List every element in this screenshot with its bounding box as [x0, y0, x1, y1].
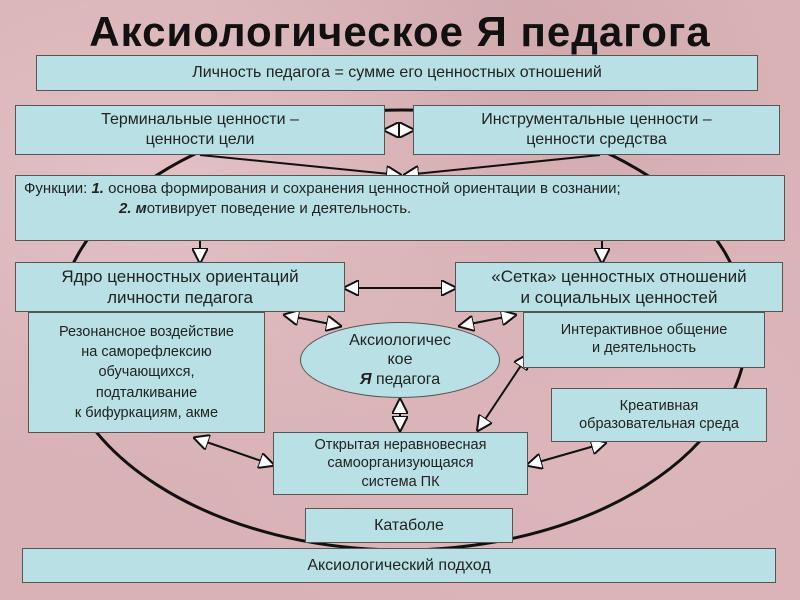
terminal-line1: Терминальные ценности – [101, 111, 299, 128]
system-l2: самоорганизующаяся [327, 455, 474, 472]
creative-box: Креативная образовательная среда [551, 388, 767, 442]
instrumental-line1: Инструментальные ценности – [481, 111, 712, 128]
interactive-l2: и деятельность [591, 340, 697, 357]
center-l2: кое [387, 351, 413, 369]
center-l1: Аксиологичес [349, 332, 451, 350]
approach-box: Аксиологический подход [22, 548, 776, 583]
slide-title: Аксиологическое Я педагога [89, 8, 711, 55]
core-line2: личности педагога [107, 288, 253, 307]
resonant-l4: подталкивание [95, 384, 198, 401]
resonant-l3: обучающихся, [98, 364, 195, 381]
grid-line1: «Сетка» ценностных отношений [491, 266, 747, 286]
function-1-text: основа формирования и сохранения ценност… [103, 180, 621, 197]
resonant-l1: Резонансное воздействие [59, 323, 234, 340]
center-l3: педагога [371, 370, 441, 388]
core-box: Ядро ценностных ориентаций личности педаг… [15, 262, 345, 312]
function-1-number: 1. [91, 180, 104, 197]
functions-box: Функции: 1. основа формирования и сохран… [15, 175, 785, 241]
system-l1: Открытая неравновесная [314, 437, 487, 454]
resonant-box: Резонансное воздействие на саморефлексию о… [28, 312, 265, 433]
function-2-text: отивирует поведение и деятельность. [146, 200, 412, 218]
grid-line2: и социальных ценностей [520, 288, 718, 307]
instrumental-values-box: Инструментальные ценности – ценности сред… [413, 105, 780, 155]
creative-l1: Креативная [619, 397, 699, 414]
grid-box: «Сетка» ценностных отношений и социальных… [455, 262, 783, 312]
instrumental-line2: ценности средства [526, 131, 667, 148]
function-2-number: 2. м [119, 200, 147, 218]
functions-prefix: Функции: [24, 180, 92, 197]
katabole-box: Катаболе [305, 508, 513, 543]
system-l3: система ПК [361, 473, 440, 490]
resonant-l2: на саморефлексию [81, 344, 212, 361]
interactive-box: Интерактивное общение и деятельность [523, 312, 765, 368]
personality-box: Личность педагога = сумме его ценностных… [36, 55, 758, 91]
core-line1: Ядро ценностных ориентаций [61, 266, 299, 286]
center-ya: Я [359, 370, 372, 388]
resonant-l5: к бифуркациям, акме [74, 404, 219, 421]
interactive-l1: Интерактивное общение [560, 322, 728, 338]
terminal-values-box: Терминальные ценности – ценности цели [15, 105, 385, 155]
creative-l2: образовательная среда [579, 416, 739, 432]
terminal-line2: ценности цели [145, 131, 255, 148]
